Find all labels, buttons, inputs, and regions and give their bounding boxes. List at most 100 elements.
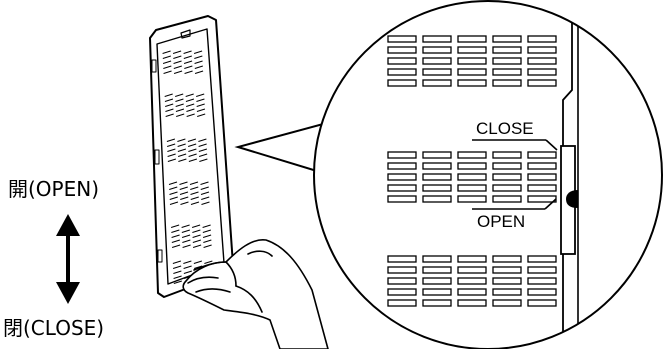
vent-slot [387,255,417,263]
vent-slot [457,266,487,274]
vent-slot [457,68,487,76]
vent-slot [172,260,182,264]
vent-slot [198,153,208,157]
vent-slot [173,65,182,69]
vent-slot [175,98,184,102]
vent-slot [492,173,522,181]
vent-slot [422,162,452,170]
vent-slot [189,181,199,185]
vent-slot [387,277,417,285]
close-label-zoom: CLOSE [476,119,534,138]
vent-slot [193,260,203,264]
vent-slot [173,280,183,284]
zoom-labels: CLOSE OPEN [472,119,558,231]
vent-slot [203,244,212,248]
vent-slot [422,299,452,307]
vent-slot [164,93,173,97]
vent-slot [190,191,199,195]
vent-slot [457,195,487,203]
vent-slot [200,181,209,185]
vent-slot [527,184,557,192]
vent-slot [188,153,197,157]
vent-slot [176,113,185,117]
vent-slot [169,191,178,195]
vent-slot [422,173,452,181]
vent-slot [422,277,452,285]
vent-slot [172,265,182,269]
vent-slot [190,186,199,190]
vent-slot [387,266,417,274]
vent-slot [191,224,201,228]
vent-slot [194,70,204,74]
vent-slot [457,173,487,181]
vent-slot [527,266,557,274]
vent-slot [187,138,197,142]
open-label: 開(OPEN) [8,177,99,201]
vent-slot [199,158,208,162]
vent-slot [168,181,178,185]
vent-slot [527,162,557,170]
vent-slot [185,93,194,97]
vent-slot [527,277,557,285]
open-label-zoom: OPEN [477,212,525,231]
vent-slot [194,55,203,59]
vent-slot [457,151,487,159]
vent-slot [422,57,452,65]
vent-slot [179,181,188,185]
vent-slot [169,196,178,200]
vent-slot [173,70,183,74]
vent-slot [201,196,210,200]
vent-slot [179,186,188,190]
vent-slot [422,151,452,159]
vent-slot [167,153,176,157]
vent-slot [492,195,522,203]
vent-slot [387,288,417,296]
vent-slot [181,229,191,233]
vent-slot [457,46,487,54]
vent-slot [198,143,207,147]
vent-slot [180,196,189,200]
vent-slot [193,265,203,269]
vent-slot [165,103,174,107]
vent-slot [387,35,417,43]
vent-slot [422,255,452,263]
vent-slot [527,35,557,43]
vent-slot [203,239,212,243]
vent-slot [202,224,211,228]
vent-slot [387,46,417,54]
vent-slot [422,184,452,192]
vent-slot [175,93,184,97]
vent-slot [171,234,180,238]
vent-slot [164,98,174,102]
vent-slot [167,148,176,152]
vent-slot [387,173,417,181]
vent-slot [185,98,195,102]
vent-slot [527,173,557,181]
vent-slot [192,229,201,233]
vent-slot [457,299,487,307]
vent-slot [184,70,193,74]
vent-slot [527,46,557,54]
vent-slot [527,57,557,65]
slide-switch-knob [566,190,578,208]
vent-slot [202,229,212,233]
vent-slot [187,143,197,147]
vent-slot [198,138,207,142]
vent-slot [201,201,210,205]
vent-slot [188,148,197,152]
vent-slot [492,266,522,274]
vent-slot [196,98,205,102]
vent-slot [527,255,557,263]
vent-slot [181,224,190,228]
hand-illustration [182,239,329,349]
vent-slot [527,79,557,87]
vent-slot [387,195,417,203]
vent-slot [183,260,192,264]
vent-slot [172,50,182,54]
vent-slot [179,191,189,195]
open-close-arrow [56,214,80,304]
vent-slot [492,184,522,192]
vent-slot [492,35,522,43]
vent-slot [163,65,172,69]
vent-slot [527,299,557,307]
